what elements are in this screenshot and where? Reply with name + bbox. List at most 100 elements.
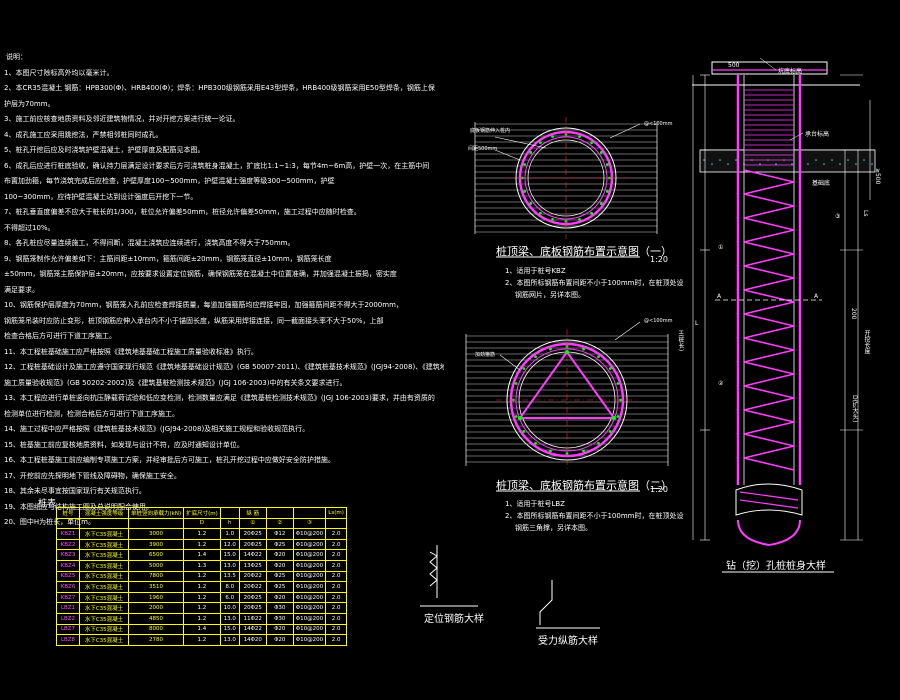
section2-rebar-dot <box>565 452 569 455</box>
note-line: 5、桩孔开挖后应及时浇筑护壁混凝土，护壁厚度及配筋见本图。 <box>4 146 205 154</box>
positioning-rebar-bend <box>429 551 438 587</box>
longitudinal-rebar-title: 受力纵筋大样 <box>538 636 598 647</box>
elevation-section-mark-left: A <box>717 293 722 300</box>
section2-note2a: 2、本图所标钢筋布置间距不小于100mm时，在桩顶处设 <box>505 512 684 520</box>
section1-rebar-dot <box>599 202 603 205</box>
pile-break-rebar <box>739 491 799 509</box>
notes-lines: 1、本图尺寸除标高外均以毫米计。2、本CR35混凝土 钢筋：HPB300(Φ)、… <box>4 66 444 531</box>
elevation-top-dim: 500 <box>728 62 740 69</box>
pile-table-title: 桩表 <box>38 499 57 509</box>
section1-rebar-dot <box>539 211 542 215</box>
elevation-title: 钻（挖）孔桩桩身大样 <box>726 561 826 572</box>
section2-scale: 1:20 <box>650 485 668 494</box>
section1-outer-ring <box>515 127 617 229</box>
note-line: 11、本工程桩基础施工应严格按照《建筑地基基础工程施工质量验收标准》执行。 <box>4 347 258 356</box>
section1-rebar-dot <box>523 163 527 166</box>
notes-heading: 说明： <box>6 53 27 61</box>
note-line: 8、各孔桩应尽量连续施工，不得间断，混凝土浇筑应连续进行，浇筑高度不得大于750… <box>4 239 295 247</box>
elevation-soil-dot <box>871 163 873 165</box>
elevation-soil-dot <box>847 159 849 161</box>
section2-rebar-dot <box>549 449 552 453</box>
note-line: 6、成孔后应进行桩底验收，确认持力层满足设计要求后方可浇筑桩身混凝土，扩底比1:… <box>4 161 430 170</box>
note-line: 7、桩孔垂直度偏差不应大于桩长的1/300，桩位允许偏差50mm，桩径允许偏差5… <box>4 208 361 216</box>
section1-label-right: @<100mm <box>644 121 673 127</box>
section2-rebar-dot <box>597 441 600 445</box>
section2-rebar-dot <box>514 415 518 418</box>
note-line: 15、桩基施工前应复核地质资料，如发现与设计不符，应及时通知设计单位。 <box>4 440 244 449</box>
note-line: 不得超过10%。 <box>4 223 55 232</box>
elevation-rebar-2: ② <box>718 380 724 387</box>
elevation-top-slab <box>711 61 828 75</box>
section2-rebar-dot <box>616 415 620 418</box>
section2-rebar-dot <box>619 398 622 402</box>
section1-note1: 1、适用于桩号KBZ <box>505 267 566 275</box>
elevation-section-mark-right: A <box>814 293 819 300</box>
section1-rebar-dot <box>551 217 554 221</box>
note-line: 19、本图纸应与结构施工图及总说明配合使用。 <box>4 502 153 511</box>
section2-rebar-dot <box>597 355 600 359</box>
note-line: 17、开挖前应先探明地下管线及障碍物，确保施工安全。 <box>4 471 181 480</box>
elevation-soil-dot <box>775 163 777 165</box>
elevation-soil-dot <box>855 163 857 165</box>
section2-note1: 1、适用于桩号LBZ <box>505 500 565 508</box>
note-line: 满足要求。 <box>4 285 39 294</box>
elevation-depth-label: 开挖长度 <box>863 330 870 354</box>
note-line: 9、钢筋笼制作允许偏差如下：主筋间距±10mm，箍筋间距±20mm，钢筋笼直径±… <box>4 254 332 263</box>
elevation-length-mark: L <box>695 320 699 327</box>
section1-leader <box>494 136 547 149</box>
section2-rebar-dot <box>616 382 620 385</box>
note-line: 4、成孔施工应采用跳挖法，严禁相邻桩同时成孔。 <box>4 130 163 139</box>
section2-rebar-dot <box>549 347 552 351</box>
table-cell: Φ10@200 <box>292 634 327 646</box>
note-line: 100~300mm，应待护壁混凝土达到设计强度后开挖下一节。 <box>4 192 198 201</box>
note-line: 2、本CR35混凝土 钢筋：HPB300(Φ)、HRB400(Φ)；焊条：HPB… <box>4 84 435 92</box>
elevation-mid-dim: 200 <box>850 308 857 320</box>
elevation-soil-dot <box>807 163 809 165</box>
note-line: 14、施工过程中应严格按照《建筑桩基技术规范》(JGJ94-2008)及相关施工… <box>4 425 310 433</box>
note-line: 20、图中H为桩长，单位m。 <box>4 518 95 526</box>
elevation-right-dim2: ≥500 <box>874 168 881 185</box>
note-line: 施工质量验收规范》(GB 50202-2002)及《建筑基桩检测技术规范》(JG… <box>4 378 347 387</box>
section1-rebar-dot <box>590 141 593 145</box>
note-line: 18、其余未尽事宜按国家现行有关规范执行。 <box>4 487 146 495</box>
note-line: 13、本工程应进行单桩竖向抗压静载荷试验和低应变检测，检测数量应满足《建筑基桩检… <box>4 394 435 402</box>
elevation-top-label: 坑底标高 <box>778 68 803 75</box>
section1-rebar-dot <box>599 151 603 154</box>
elevation-right-dim1: Ls <box>862 210 869 217</box>
section2-support-node <box>565 350 569 354</box>
pile-break-symbol <box>735 483 803 516</box>
section1-rebar-dot <box>590 211 593 215</box>
section1-rebar-dot <box>578 135 581 139</box>
elevation-soil-dot <box>759 163 761 165</box>
elevation-soil-dot <box>831 159 833 161</box>
elevation-lower-dim: D(扩大头) <box>851 395 858 423</box>
elevation-soil-dot <box>711 163 713 165</box>
section1-leader <box>494 149 521 161</box>
table-cell: 2780 <box>127 634 185 646</box>
section2-rebar-dot <box>522 430 526 433</box>
general-notes: 说明： 1、本图尺寸除标高外均以毫米计。2、本CR35混凝土 钢筋：HPB300… <box>4 50 444 531</box>
note-line: 10、钢筋保护层厚度为70mm，钢筋笼入孔前应检查焊接质量，每道加强箍筋均应焊接… <box>4 301 403 309</box>
section2-note2b: 钢筋三角撑，另详本图。 <box>515 524 592 532</box>
section1-rebar-dot <box>539 141 542 145</box>
pile-bottom-bell <box>737 519 801 547</box>
note-line: 3、施工前应核查地质资料及邻近建筑物情况，并对开挖方案进行统一论证。 <box>4 115 240 123</box>
positioning-rebar-title: 定位钢筋大样 <box>424 614 484 625</box>
note-line: ±50mm，钢筋笼主筋保护层±20mm，应按要求设置定位钢筋，确保钢筋笼在混凝土… <box>4 270 397 278</box>
elevation-soil-dot <box>735 159 737 161</box>
elevation-soil-dot <box>703 159 705 161</box>
elevation-soil-dot <box>839 163 841 165</box>
section2-leader <box>614 321 641 341</box>
note-line: 检查合格后方可进行下道工序施工。 <box>4 332 116 340</box>
section2-support-node <box>612 416 616 420</box>
section2-title: 桩顶梁、底板钢筋布置示意图（二） <box>496 479 672 492</box>
section2-rebar-dot <box>608 430 612 433</box>
section1-rebar-dot <box>605 163 609 166</box>
